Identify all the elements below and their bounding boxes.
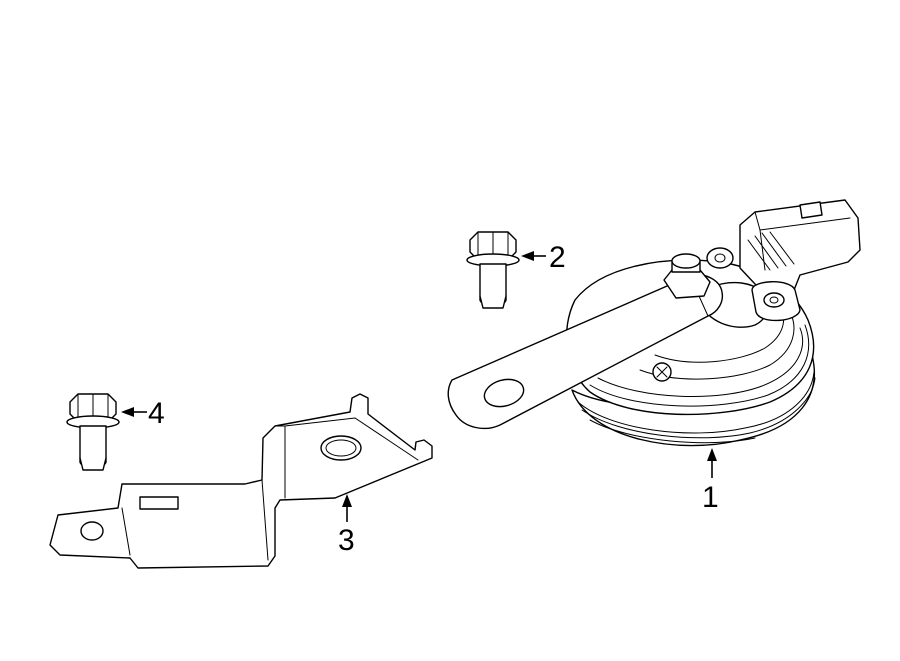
bracket[interactable] <box>49 393 433 569</box>
callout-2-label: 2 <box>549 241 566 274</box>
callout-4-label: 4 <box>148 397 165 430</box>
callout-2: 2 <box>521 241 566 274</box>
callout-1-label: 1 <box>702 481 719 514</box>
callout-4: 4 <box>121 397 165 430</box>
callout-1: 1 <box>702 448 719 514</box>
horn-assembly[interactable] <box>447 199 861 447</box>
callout-3-label: 3 <box>338 524 355 557</box>
callout-3: 3 <box>338 494 355 557</box>
bolt-left[interactable] <box>66 393 120 471</box>
bolt-upper[interactable] <box>466 231 520 309</box>
